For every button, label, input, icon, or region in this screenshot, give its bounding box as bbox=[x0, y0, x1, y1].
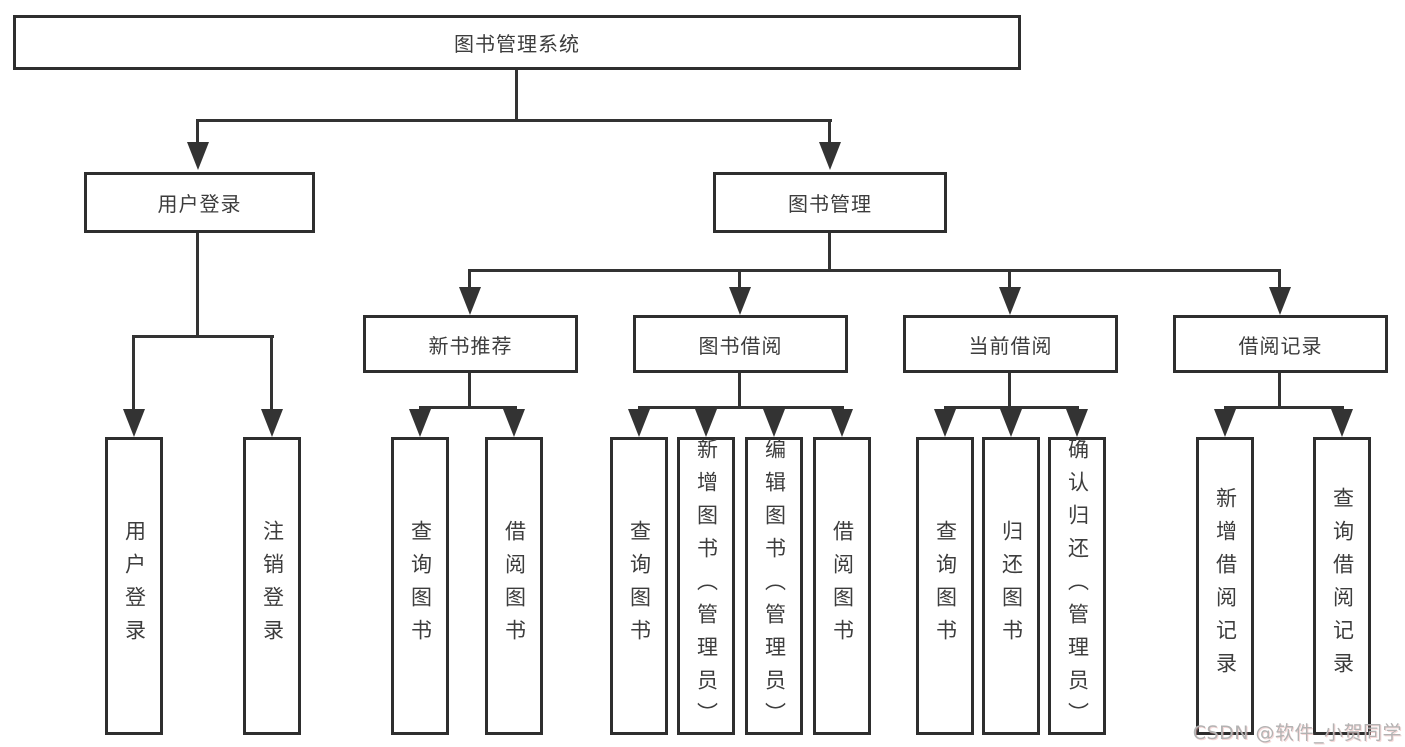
leaf-add-book-admin-label: 新增图书（管理员） bbox=[694, 437, 719, 735]
leaf-edit-book-admin-label: 编辑图书（管理员） bbox=[762, 437, 787, 735]
leaf-borrow-books-recommend: 借阅图书 bbox=[485, 437, 543, 735]
leaf-logout: 注销登录 bbox=[243, 437, 301, 735]
arrowhead-down-icon bbox=[628, 409, 650, 437]
arrowhead-down-icon bbox=[409, 409, 431, 437]
leaf-query-books-borrow: 查询图书 bbox=[610, 437, 668, 735]
node-borrow-records: 借阅记录 bbox=[1173, 315, 1388, 373]
connector-line bbox=[196, 119, 199, 146]
arrowhead-down-icon bbox=[934, 409, 956, 437]
arrowhead-down-icon bbox=[763, 409, 785, 437]
arrowhead-down-icon bbox=[729, 287, 751, 315]
arrowhead-down-icon bbox=[503, 409, 525, 437]
connector-line bbox=[468, 371, 471, 408]
connector-line bbox=[515, 68, 518, 120]
leaf-query-books-recommend: 查询图书 bbox=[391, 437, 449, 735]
node-user-login-label: 用户登录 bbox=[157, 192, 242, 216]
arrowhead-down-icon bbox=[1066, 409, 1088, 437]
node-book-borrow: 图书借阅 bbox=[633, 315, 848, 373]
node-current-borrow: 当前借阅 bbox=[903, 315, 1118, 373]
leaf-borrow-books-recommend-label: 借阅图书 bbox=[502, 520, 527, 652]
arrowhead-down-icon bbox=[1000, 409, 1022, 437]
node-book-borrow-label: 图书借阅 bbox=[698, 333, 783, 358]
node-new-book-recommend-label: 新书推荐 bbox=[428, 333, 513, 358]
arrowhead-down-icon bbox=[459, 287, 481, 315]
arrowhead-down-icon bbox=[261, 409, 283, 437]
leaf-borrow-books-label: 借阅图书 bbox=[830, 520, 855, 652]
csdn-watermark: CSDN @软件_小贺同学 bbox=[1192, 722, 1402, 744]
connector-line bbox=[1008, 269, 1011, 289]
connector-line bbox=[196, 231, 199, 337]
leaf-edit-book-admin: 编辑图书（管理员） bbox=[745, 437, 803, 735]
connector-line bbox=[828, 231, 831, 271]
arrowhead-down-icon bbox=[695, 409, 717, 437]
node-system: 图书管理系统 bbox=[13, 15, 1021, 70]
connector-line bbox=[468, 269, 1281, 272]
node-book-management-label: 图书管理 bbox=[788, 192, 872, 216]
connector-line bbox=[638, 406, 844, 409]
leaf-query-books-borrow-label: 查询图书 bbox=[627, 520, 652, 652]
arrowhead-down-icon bbox=[819, 142, 841, 170]
connector-line bbox=[1224, 406, 1344, 409]
leaf-logout-label: 注销登录 bbox=[260, 520, 285, 652]
connector-line bbox=[1278, 371, 1281, 408]
node-book-management: 图书管理 bbox=[713, 172, 947, 233]
leaf-user-login-label: 用户登录 bbox=[122, 520, 147, 652]
arrowhead-down-icon bbox=[1331, 409, 1353, 437]
connector-line bbox=[944, 406, 1079, 409]
connector-line bbox=[132, 335, 135, 411]
leaf-query-borrow-record-label: 查询借阅记录 bbox=[1330, 487, 1355, 685]
arrowhead-down-icon bbox=[831, 409, 853, 437]
connector-line bbox=[468, 269, 471, 289]
arrowhead-down-icon bbox=[1214, 409, 1236, 437]
arrowhead-down-icon bbox=[187, 142, 209, 170]
connector-line bbox=[132, 335, 274, 338]
arrowhead-down-icon bbox=[123, 409, 145, 437]
leaf-query-borrow-record: 查询借阅记录 bbox=[1313, 437, 1371, 735]
node-user-login: 用户登录 bbox=[84, 172, 315, 233]
connector-line bbox=[196, 119, 832, 122]
node-borrow-records-label: 借阅记录 bbox=[1238, 333, 1323, 358]
arrowhead-down-icon bbox=[1269, 287, 1291, 315]
connector-line bbox=[1278, 269, 1281, 289]
leaf-add-book-admin: 新增图书（管理员） bbox=[677, 437, 735, 735]
leaf-borrow-books: 借阅图书 bbox=[813, 437, 871, 735]
leaf-add-borrow-record-label: 新增借阅记录 bbox=[1213, 487, 1238, 685]
leaf-return-book: 归还图书 bbox=[982, 437, 1040, 735]
connector-line bbox=[419, 406, 517, 409]
leaf-return-book-label: 归还图书 bbox=[999, 520, 1024, 652]
node-system-label: 图书管理系统 bbox=[454, 32, 580, 56]
leaf-add-borrow-record: 新增借阅记录 bbox=[1196, 437, 1254, 735]
leaf-user-login: 用户登录 bbox=[105, 437, 163, 735]
leaf-query-books-current: 查询图书 bbox=[916, 437, 974, 735]
connector-line bbox=[738, 371, 741, 408]
arrowhead-down-icon bbox=[999, 287, 1021, 315]
leaf-confirm-return-admin: 确认归还（管理员） bbox=[1048, 437, 1106, 735]
leaf-query-books-recommend-label: 查询图书 bbox=[408, 520, 433, 652]
leaf-confirm-return-admin-label: 确认归还（管理员） bbox=[1065, 437, 1090, 735]
connector-line bbox=[1008, 371, 1011, 408]
connector-line bbox=[270, 335, 273, 411]
connector-line bbox=[828, 119, 831, 146]
node-current-borrow-label: 当前借阅 bbox=[968, 333, 1053, 358]
connector-line bbox=[738, 269, 741, 289]
leaf-query-books-current-label: 查询图书 bbox=[933, 520, 958, 652]
node-new-book-recommend: 新书推荐 bbox=[363, 315, 578, 373]
